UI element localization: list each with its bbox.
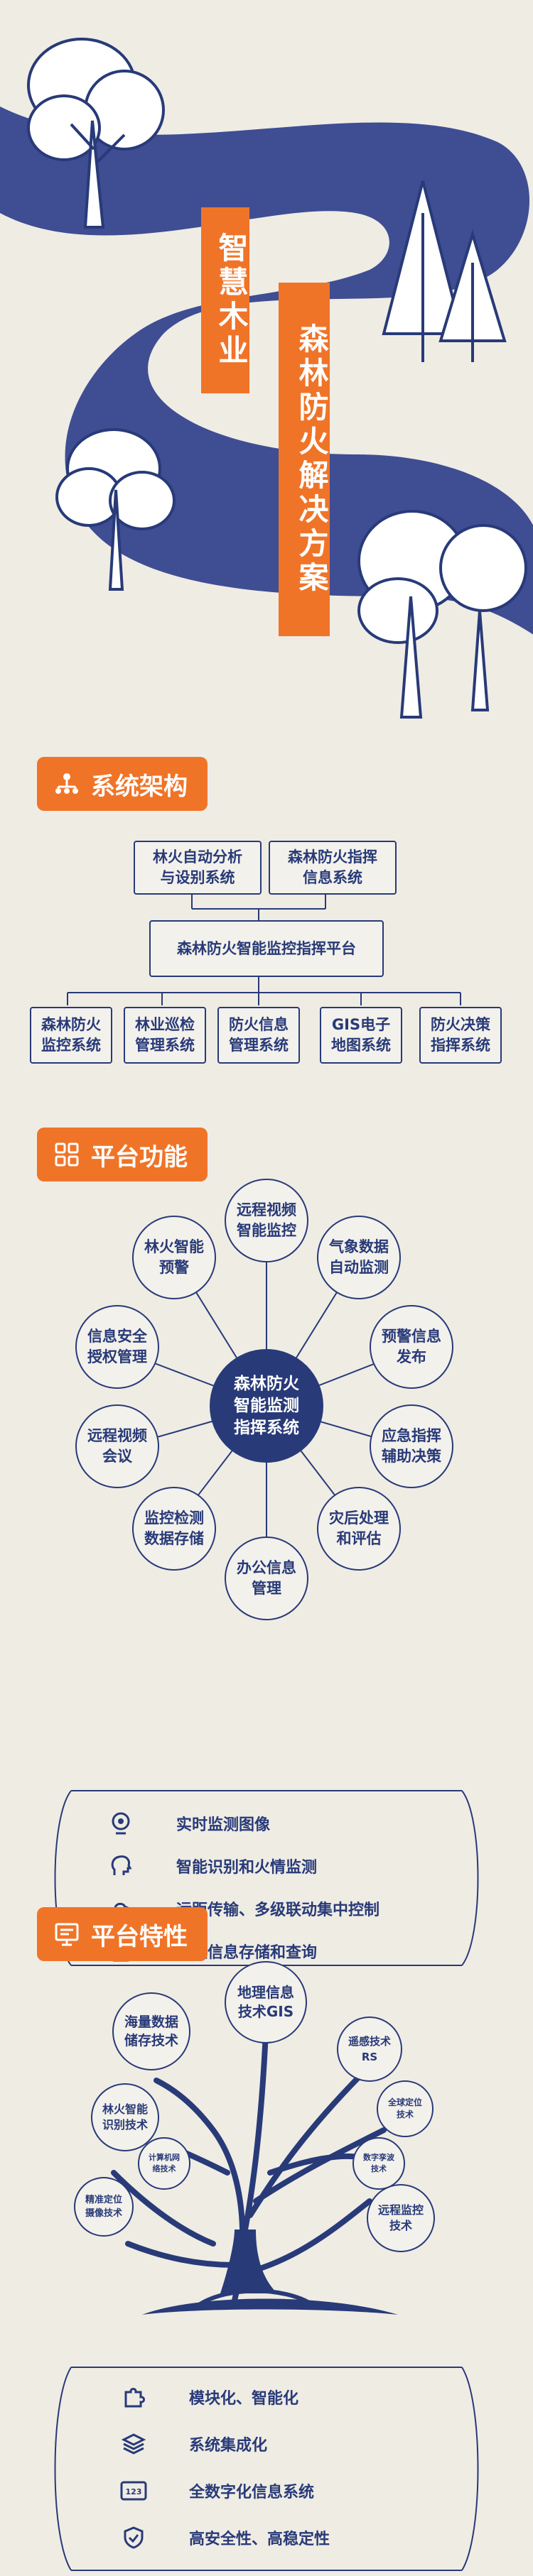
tech-tree	[111, 2014, 401, 2315]
arch-box-gis: GIS电子 地图系统	[320, 1007, 402, 1064]
tech-node-remote-monitor: 远程监控 技术	[367, 2184, 435, 2252]
feature-row: 实时监测图像	[107, 1806, 270, 1840]
feature-row: 123 全数字化信息系统	[119, 2474, 314, 2508]
function-center-node: 森林防火 智能监测 指挥系统	[210, 1349, 323, 1463]
arch-box-info-mgmt: 防火信息 管理系统	[217, 1007, 300, 1064]
section-header-features: 平台特性	[37, 1907, 208, 1961]
feature-row: 系统集成化	[119, 2427, 267, 2461]
function-node-security: 信息安全 授权管理	[75, 1305, 159, 1389]
function-node-weather: 气象数据 自动监测	[317, 1216, 401, 1299]
features-bracket	[54, 2367, 479, 2571]
function-node-emergency: 应急指挥 辅助决策	[370, 1404, 453, 1488]
function-node-fire-warning: 林火智能 预警	[132, 1216, 216, 1299]
tree-icon	[357, 510, 527, 719]
tech-node-gps: 全球定位 技术	[377, 2080, 434, 2137]
hero-illustration	[0, 38, 533, 719]
section-title: 系统架构	[91, 772, 188, 801]
hero-title-left: 智慧木业	[201, 207, 249, 393]
pine-tree-icon	[382, 180, 507, 362]
architecture-connectors	[67, 893, 461, 1005]
tech-node-gis: 地理信息 技术GIS	[225, 1961, 307, 2043]
function-node-data-storage: 监控检测 数据存储	[132, 1487, 216, 1571]
brain-head-icon	[107, 1852, 135, 1880]
function-node-office: 办公信息 管理	[225, 1537, 308, 1620]
svg-text:123: 123	[126, 2487, 142, 2496]
tech-node-storage: 海量数据 储存技术	[112, 1992, 190, 2070]
arch-box-platform: 森林防火智能监控指挥平台	[149, 920, 384, 977]
tech-node-fire-recognition: 林火智能 识别技术	[91, 2083, 159, 2151]
puzzle-icon	[119, 2383, 148, 2411]
camera-icon	[107, 1809, 135, 1838]
arch-box-patrol: 林业巡检 管理系统	[124, 1007, 206, 1064]
function-node-post-disaster: 灾后处理 和评估	[317, 1487, 401, 1571]
section-header-functions: 平台功能	[37, 1128, 208, 1181]
tree-icon	[55, 428, 176, 591]
feature-row: 高安全性、高稳定性	[119, 2521, 330, 2555]
arch-box-decision: 防火决策 指挥系统	[419, 1007, 502, 1064]
function-node-alert-publish: 预警信息 发布	[370, 1305, 453, 1389]
function-node-video-monitor: 远程视频 智能监控	[225, 1179, 308, 1262]
monitor-icon	[53, 1920, 81, 1948]
tree-icon	[27, 38, 165, 229]
function-node-video-conf: 远程视频 会议	[75, 1404, 159, 1488]
layers-icon	[119, 2430, 148, 2458]
tech-node-network: 计算机网 络技术	[138, 2137, 190, 2190]
arch-box-monitoring: 森林防火 监控系统	[30, 1007, 112, 1064]
hero-title-right: 森林防火解决方案	[279, 283, 330, 636]
grid-icon	[53, 1140, 81, 1169]
tech-node-rs: 遥感技术 RS	[337, 2016, 402, 2082]
arch-box-fire-analysis: 林火自动分析 与设别系统	[134, 841, 262, 895]
arch-box-command-info: 森林防火指挥 信息系统	[269, 841, 397, 895]
feature-row: 模块化、智能化	[119, 2380, 298, 2414]
shield-check-icon	[119, 2523, 148, 2552]
section-title: 平台特性	[91, 1922, 188, 1951]
feature-row: 智能识别和火情监测	[107, 1849, 317, 1883]
section-header-architecture: 系统架构	[37, 757, 208, 811]
section-title: 平台功能	[91, 1142, 188, 1172]
tech-node-camera: 精准定位 摄像技术	[74, 2177, 134, 2237]
tech-node-digital: 数字孪波 技术	[352, 2137, 405, 2190]
hierarchy-icon	[53, 770, 81, 798]
number-123-icon: 123	[119, 2477, 148, 2505]
